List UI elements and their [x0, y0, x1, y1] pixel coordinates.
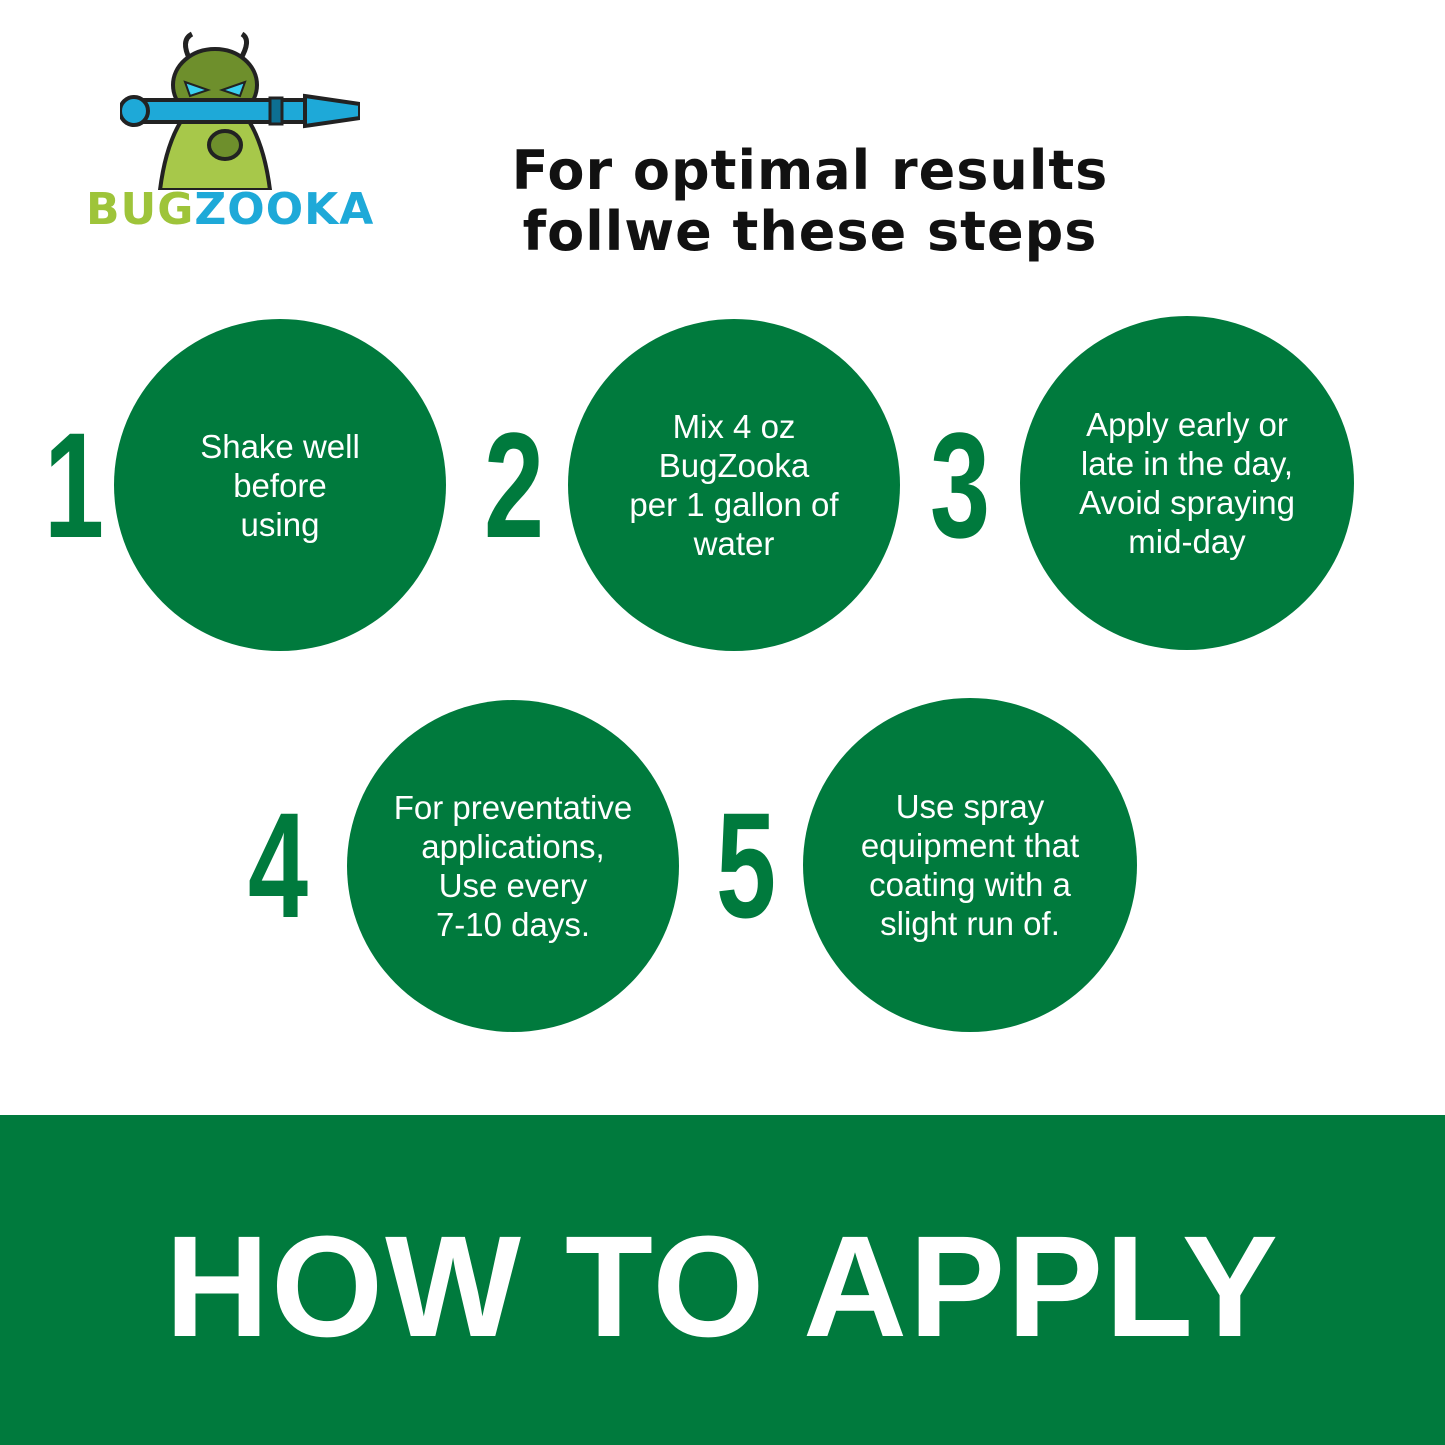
- step-circle-5: Use spray equipment that coating with a …: [803, 698, 1137, 1032]
- step-number-5: 5: [716, 781, 777, 949]
- step-number-2: 2: [484, 401, 545, 569]
- step-number-3: 3: [930, 401, 991, 569]
- step-text-5: Use spray equipment that coating with a …: [860, 788, 1080, 942]
- headline-line-1: For optimal results: [511, 139, 1109, 202]
- step-number-1: 1: [44, 401, 105, 569]
- step-circle-2: Mix 4 oz BugZooka per 1 gallon of water: [568, 319, 900, 651]
- brand-wordmark-bug: BUG: [86, 184, 195, 235]
- brand-logo: BUGZOOKA: [80, 30, 373, 232]
- footer-band: [0, 1115, 1445, 1445]
- step-circle-1: Shake well before using: [114, 319, 446, 651]
- step-text-4: For preventative applications, Use every…: [393, 789, 633, 943]
- step-text-2: Mix 4 oz BugZooka per 1 gallon of water: [629, 408, 839, 562]
- step-number-4: 4: [248, 781, 309, 949]
- step-circle-4: For preventative applications, Use every…: [347, 700, 679, 1032]
- footer-title: HOW TO APPLY: [165, 1206, 1280, 1367]
- page-headline: For optimal results follwe these steps: [450, 140, 1170, 262]
- brand-wordmark: BUGZOOKA: [86, 188, 374, 232]
- step-circle-3: Apply early or late in the day, Avoid sp…: [1020, 316, 1354, 650]
- headline-line-2: follwe these steps: [522, 200, 1098, 263]
- bug-bazooka-mascot-icon: [120, 31, 360, 190]
- step-text-3: Apply early or late in the day, Avoid sp…: [1079, 406, 1295, 560]
- step-text-1: Shake well before using: [200, 427, 360, 543]
- brand-wordmark-zooka: ZOOKA: [194, 184, 375, 235]
